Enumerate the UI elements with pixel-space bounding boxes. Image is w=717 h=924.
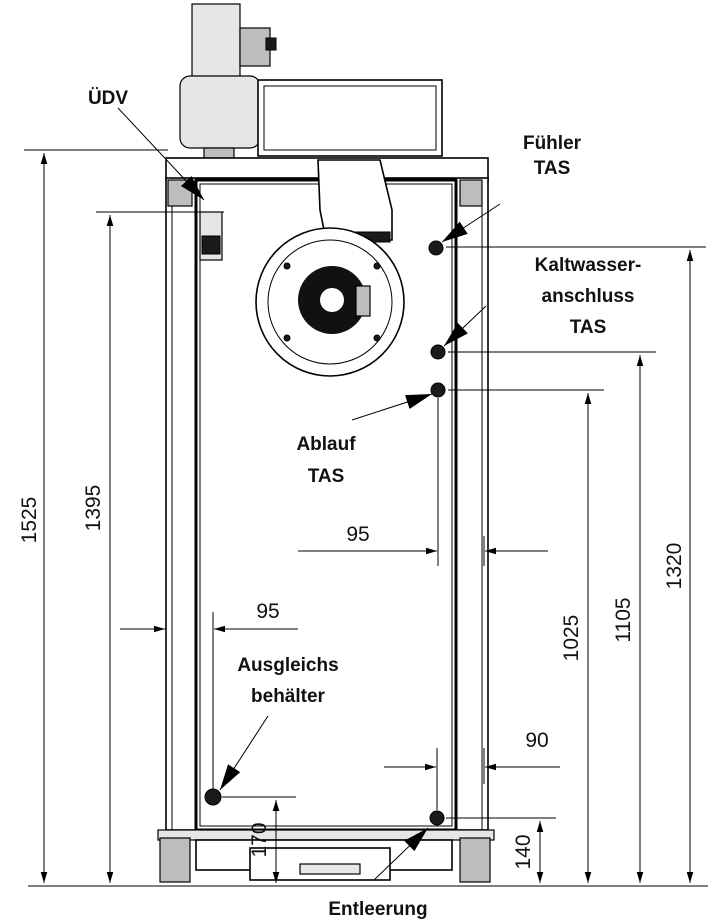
- entleerung-port: [429, 810, 445, 826]
- label-ablauf-2: TAS: [308, 466, 345, 487]
- dim-95-left: 95: [256, 600, 279, 623]
- ablauf-port: [430, 382, 446, 398]
- fuehler-port: [428, 240, 444, 256]
- screw-icon: [283, 334, 291, 342]
- label-kaltwasser-3: TAS: [570, 317, 607, 338]
- top-hood: [257, 79, 443, 157]
- dim-95-right: 95: [346, 523, 369, 546]
- connector-plug: [265, 37, 277, 51]
- dim-1320: 1320: [663, 543, 686, 590]
- label-kaltwasser-1: Kaltwasser-: [535, 255, 642, 276]
- label-kaltwasser-2: anschluss: [542, 286, 635, 307]
- boiler-body: [157, 3, 495, 883]
- screw-icon: [373, 262, 381, 270]
- burner-motor: [179, 75, 261, 149]
- label-ausgleich-2: behälter: [251, 686, 326, 707]
- label-udv: ÜDV: [88, 88, 128, 109]
- fan-clip: [355, 285, 371, 317]
- kaltwasser-port: [430, 344, 446, 360]
- dimension-lines: [24, 149, 708, 887]
- control-connector: [239, 27, 271, 67]
- label-ablauf-1: Ablauf: [296, 434, 356, 455]
- dim-1105: 1105: [612, 597, 635, 642]
- leader-fuehler: [441, 203, 501, 243]
- screw-icon: [283, 262, 291, 270]
- dim-90: 90: [525, 729, 548, 752]
- blower-ring: [267, 239, 393, 365]
- base-rail: [157, 829, 495, 841]
- label-fuehler-1: Fühler: [523, 133, 582, 154]
- drain-grip: [299, 863, 361, 875]
- ausgleich-port: [204, 788, 222, 806]
- dim-1025: 1025: [560, 615, 583, 662]
- leader-arrows: [117, 107, 501, 881]
- dim-140: 140: [512, 834, 535, 869]
- screw-icon: [373, 334, 381, 342]
- component-labels: ÜDV Fühler TAS Kaltwasser- anschluss TAS…: [88, 88, 641, 920]
- leader-ausgleich: [219, 715, 269, 791]
- leader-entleerung: [373, 827, 429, 881]
- foot-right: [459, 837, 491, 883]
- dim-170: 170: [248, 822, 271, 857]
- label-fuehler-2: TAS: [534, 158, 571, 179]
- label-entleerung: Entleerung: [328, 899, 427, 920]
- udv-valve-body: [201, 235, 221, 255]
- corner-bracket-right: [459, 179, 483, 207]
- burner-inlet: [317, 159, 393, 241]
- dim-1395: 1395: [82, 485, 105, 532]
- dimension-values: 1525 1395 1320 1105 1025 170 140 95 95 9…: [18, 485, 686, 870]
- dim-1525: 1525: [18, 497, 41, 544]
- label-ausgleich-1: Ausgleichs: [237, 655, 338, 676]
- leader-udv: [117, 107, 205, 201]
- foot-left: [159, 837, 191, 883]
- top-hood-inner: [263, 85, 437, 151]
- leader-kaltwasser: [443, 305, 487, 347]
- fan-hub: [320, 288, 344, 312]
- leader-ablauf: [351, 393, 433, 421]
